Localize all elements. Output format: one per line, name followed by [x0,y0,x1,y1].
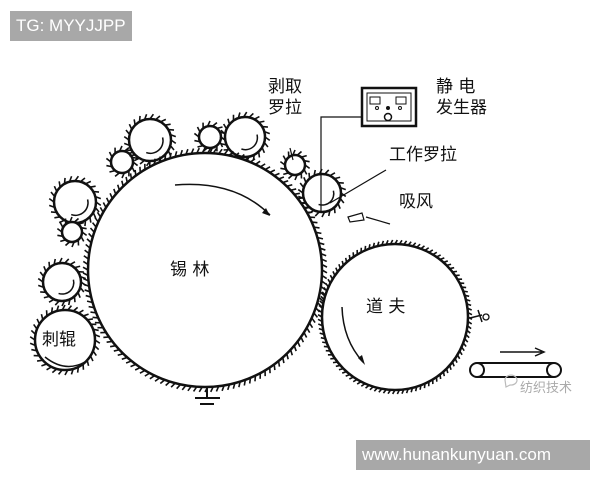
generator-label: 静 电 发生器 [436,77,487,118]
flat-roller-0-rotation-arrow [70,199,89,217]
licker-in-roller [33,308,97,372]
flat-roller-1-teeth [56,216,88,248]
top-watermark: TG: MYYJJPP [10,11,132,41]
worker-roller-label: 工作罗拉 [389,145,457,165]
flat-roller-6-rotation-arrow [241,134,259,151]
doffer-label: 道 夫 [366,297,406,317]
flat-roller-6 [223,115,267,159]
doffer-comb-icon [469,309,483,323]
flat-roller-7 [283,153,307,177]
conveyor-arrow-icon [500,347,546,357]
flat-roller-1 [60,220,84,244]
cylinder-rotation-arrow [174,183,271,216]
licker-in-rotation-arrow [44,356,86,368]
wechat-logo-icon [504,374,518,388]
doffer-teeth [317,239,473,395]
wechat-watermark: 纺织技术 [520,381,573,396]
generator-indicator [398,106,402,110]
conveyor-roller-right [546,362,562,378]
cylinder-label: 锡 林 [170,260,210,280]
suction-label: 吸风 [399,192,433,212]
worker-roller [301,172,343,214]
conveyor-roller-left [469,362,485,378]
flat-roller-7-teeth [279,149,311,181]
conveyor-belt [477,362,554,378]
flat-roller-2-rotation-arrow [58,279,75,295]
doffer [320,242,470,392]
generator-wire [320,116,362,212]
flat-roller-4-rotation-arrow [145,137,164,155]
generator-knob [383,112,393,122]
generator-indicator [375,106,379,110]
licker-in-roller-teeth [29,304,101,376]
doffer-arrow-head [358,355,365,365]
licker-in-label: 刺辊 [42,330,76,350]
flat-roller-0 [52,179,98,225]
generator-meter-left [369,96,381,105]
flat-roller-2-teeth [37,257,87,307]
bottom-watermark: www.hunankunyuan.com [356,440,590,470]
flat-roller-4 [127,117,173,163]
suction-leader-line [365,216,391,225]
ground-symbol-icon [195,387,220,405]
flat-roller-2 [41,261,83,303]
cylinder-teeth [82,147,328,393]
generator-indicator [386,106,390,110]
stripper-roller-label: 剥取 罗拉 [268,77,302,118]
suction-nozzle-icon [347,212,365,223]
worker-leader-line [329,169,387,204]
flat-roller-3 [109,149,135,175]
flat-roller-5 [197,124,223,150]
flat-roller-3-teeth [105,145,139,179]
doffer-comb-pivot [482,313,490,321]
generator-meter-right [395,96,407,105]
cylinder-arrow-head [262,208,270,216]
stripper-leader-line [289,147,294,161]
